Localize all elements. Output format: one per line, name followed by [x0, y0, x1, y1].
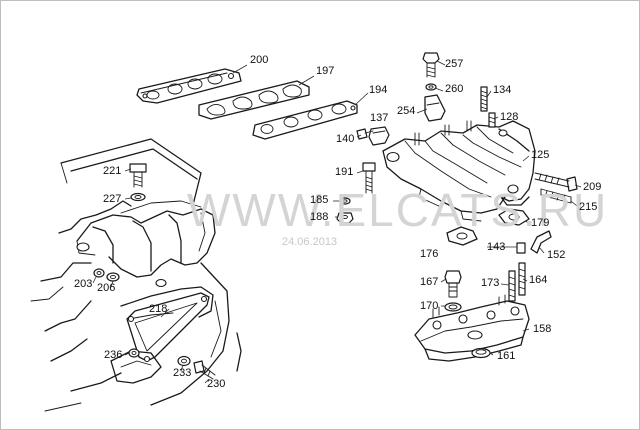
part-label: 197 [316, 65, 335, 77]
part-label: 170 [420, 300, 439, 312]
part-label: 134 [493, 84, 512, 96]
bracket-254 [424, 94, 446, 122]
hose-152 [530, 230, 552, 254]
part-label: 227 [103, 193, 122, 205]
part-label: 167 [420, 276, 439, 288]
housing-158 [414, 294, 530, 362]
bolt-230 [193, 360, 216, 380]
part-label: 128 [500, 111, 519, 123]
leader-lines [92, 60, 582, 384]
part-label: 179 [531, 217, 550, 229]
part-label: 173 [481, 277, 500, 289]
intake-manifold-125 [382, 120, 536, 222]
part-label: 206 [97, 282, 116, 294]
part-label: 236 [104, 349, 123, 361]
part-label: 191 [335, 166, 354, 178]
gasket-179 [498, 208, 530, 226]
part-label: 257 [445, 58, 464, 70]
part-label: 125 [531, 149, 550, 161]
part-label: 143 [487, 241, 506, 253]
fitting-167 [444, 270, 462, 298]
gasket-200 [136, 68, 242, 104]
gasket-194 [252, 100, 358, 140]
washer-260 [425, 83, 437, 91]
part-label: 158 [533, 323, 552, 335]
clip-137 [368, 126, 390, 146]
bolt-221 [129, 163, 147, 188]
gasket-197 [198, 80, 310, 120]
cylinder-head-outline [30, 138, 242, 412]
part-label: 200 [250, 54, 269, 66]
cap-161 [471, 347, 491, 359]
part-label: 260 [445, 83, 464, 95]
part-label: 185 [310, 194, 329, 206]
part-label: 215 [579, 201, 598, 213]
date-stamp: 24.06.2013 [282, 236, 338, 248]
part-label: 203 [74, 278, 93, 290]
part-label: 137 [370, 112, 389, 124]
part-label: 233 [173, 367, 192, 379]
stud-164 [518, 262, 526, 296]
bolt-191 [362, 162, 376, 194]
watermark: WWW.ELCATS.RU [187, 184, 609, 236]
washer-227 [130, 192, 146, 202]
part-label: 152 [547, 249, 566, 261]
fitting-143 [516, 242, 526, 254]
washer-206 [106, 272, 120, 282]
bolt-209 [534, 172, 578, 192]
part-label: 254 [397, 105, 416, 117]
stud-215 [540, 188, 572, 204]
manifold-studs [414, 120, 472, 146]
gasket-176 [446, 226, 478, 246]
part-label: 176 [420, 248, 439, 260]
part-label: 164 [529, 274, 548, 286]
washer-236 [128, 348, 140, 358]
stud-173 [508, 270, 516, 302]
nut-188 [336, 212, 354, 224]
oring-170 [444, 302, 462, 312]
intake-manifold-lower-left [76, 200, 216, 288]
stud-128 [488, 112, 496, 128]
nut-203 [93, 268, 105, 278]
part-label: 188 [310, 211, 329, 223]
washer-233 [177, 355, 191, 367]
part-label: 221 [103, 165, 122, 177]
part-label: 218 [149, 303, 168, 315]
gasket-218 [126, 292, 210, 363]
stud-134 [480, 86, 488, 112]
part-label: 140 [336, 133, 355, 145]
bolt-257 [422, 52, 440, 78]
part-label: 194 [369, 84, 388, 96]
part-label: 209 [583, 181, 602, 193]
part-label: 161 [497, 350, 516, 362]
part-label: 230 [207, 378, 226, 390]
